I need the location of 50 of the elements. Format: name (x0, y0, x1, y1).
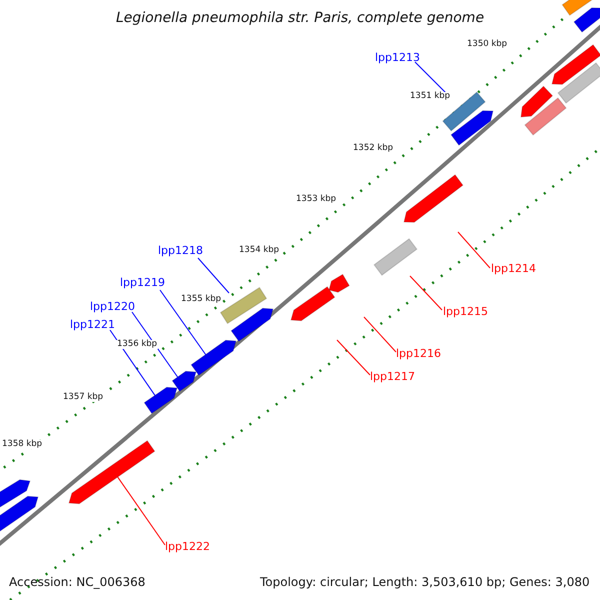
gene-label: lpp1218 (158, 245, 204, 256)
gene-bar (373, 238, 418, 276)
gene-feature (144, 386, 178, 414)
gene-label: lpp1221 (70, 319, 116, 330)
gene-feature (0, 479, 31, 508)
leader-line (132, 312, 178, 378)
gene-label: lpp1219 (120, 277, 166, 288)
leader-line (336, 340, 370, 376)
gene-feature (573, 7, 600, 33)
tick-label: 1357 kbp (62, 393, 104, 402)
gene-feature (172, 370, 197, 392)
gene-feature (551, 44, 600, 85)
gene-feature (0, 496, 39, 532)
gene-bar (524, 97, 567, 136)
gene-label: lpp1215 (443, 306, 488, 317)
footer-text: Accession: NC_006368 (9, 576, 146, 588)
gene-bar (220, 286, 268, 324)
tick-label: 1351 kbp (409, 92, 452, 100)
leader-line (458, 232, 490, 268)
gene-label: lpp1220 (90, 301, 136, 312)
leader-line (414, 62, 446, 94)
gene-bar (557, 62, 600, 104)
tick-label: 1350 kbp (466, 40, 508, 48)
tick-label: 1354 kbp (238, 246, 280, 254)
footer-text: Topology: circular; Length: 3,503,610 bp; Genes: 3,080 (260, 576, 590, 588)
gene-feature (520, 86, 554, 118)
leader-line (198, 258, 230, 294)
gene-feature (450, 110, 494, 146)
gene-feature (190, 340, 237, 376)
title: Legionella pneumophila str. Paris, complete genome (114, 11, 486, 25)
gene-feature (290, 286, 336, 322)
leader-line (117, 476, 166, 546)
gene-label: lpp1216 (396, 348, 442, 359)
tick-label: 1356 kbp (116, 340, 158, 348)
leader-line (364, 316, 396, 352)
gene-feature (68, 440, 156, 504)
gene-label: lpp1217 (370, 371, 416, 382)
gene-feature (328, 274, 350, 293)
gene-label: lpp1214 (491, 263, 536, 274)
gene-feature (230, 308, 274, 342)
tick-label: 1358 kbp (1, 440, 44, 448)
gene-label: lpp1213 (375, 52, 420, 63)
tick-label: 1352 kbp (352, 144, 394, 152)
gene-label: lpp1222 (165, 541, 210, 552)
gene-feature (403, 174, 464, 223)
tick-label: 1355 kbp (180, 295, 222, 304)
leader-line (110, 330, 156, 396)
leader-line (410, 276, 442, 310)
tick-label: 1353 kbp (295, 195, 338, 204)
leader-line (160, 290, 206, 355)
